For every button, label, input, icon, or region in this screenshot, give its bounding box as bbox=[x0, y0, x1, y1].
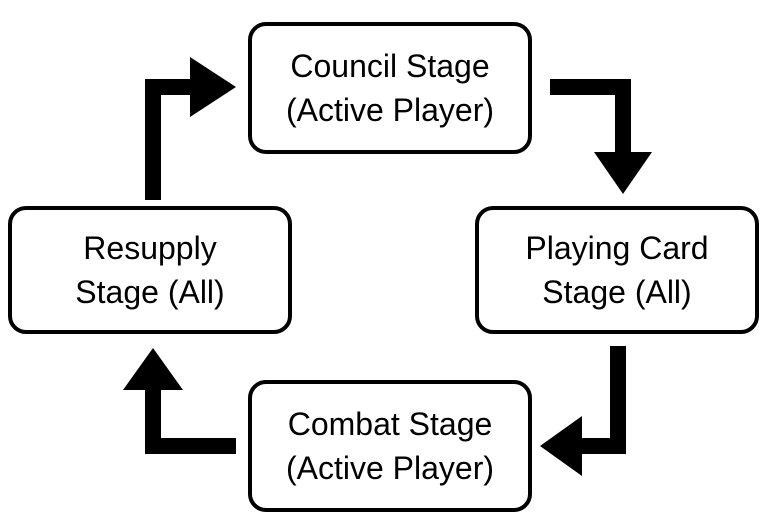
resupply-stage-box: Resupply Stage (All) bbox=[8, 206, 292, 334]
playing-card-stage-line1: Playing Card bbox=[525, 230, 709, 266]
arrow-council-to-playing bbox=[550, 79, 652, 194]
resupply-stage-line2: Stage (All) bbox=[75, 274, 225, 310]
combat-stage-line1: Combat Stage bbox=[287, 406, 493, 442]
playing-card-stage-box: Playing Card Stage (All) bbox=[475, 206, 759, 334]
arrow-playing-to-combat bbox=[540, 346, 626, 476]
council-stage-line2: (Active Player) bbox=[285, 92, 495, 128]
council-stage-line1: Council Stage bbox=[290, 48, 490, 84]
arrow-combat-to-resupply bbox=[123, 348, 236, 454]
arrow-resupply-to-council bbox=[145, 57, 236, 200]
combat-stage-line2: (Active Player) bbox=[285, 450, 495, 486]
resupply-stage-line1: Resupply bbox=[83, 230, 217, 266]
council-stage-box: Council Stage (Active Player) bbox=[248, 22, 532, 154]
playing-card-stage-line2: Stage (All) bbox=[542, 274, 692, 310]
combat-stage-box: Combat Stage (Active Player) bbox=[248, 380, 532, 512]
